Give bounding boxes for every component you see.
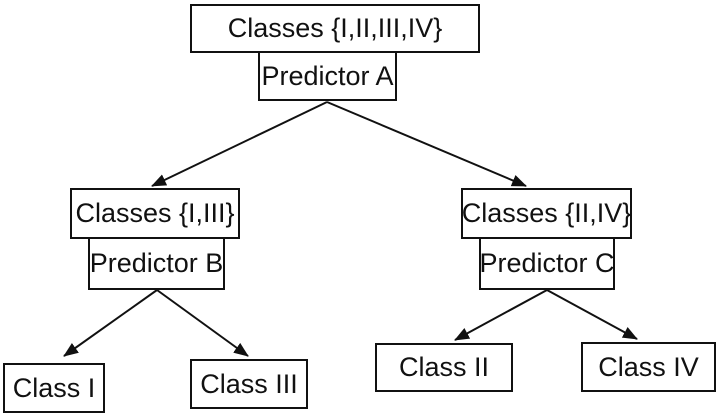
arrow-predictor-a-to-left-classes bbox=[151, 101, 328, 187]
arrow-predictor-c-to-class-iv bbox=[546, 289, 638, 340]
node-predictor-a-label: Predictor A bbox=[261, 60, 394, 91]
node-left-classes-label: Classes {I,III} bbox=[75, 198, 235, 228]
node-predictor-a: Predictor A bbox=[258, 51, 397, 101]
node-leaf-class-iii: Class III bbox=[190, 359, 308, 409]
node-root-classes: Classes {I,II,III,IV} bbox=[190, 4, 480, 53]
node-left-classes: Classes {I,III} bbox=[70, 188, 240, 239]
node-predictor-c: Predictor C bbox=[479, 237, 615, 290]
node-predictor-c-label: Predictor C bbox=[479, 248, 615, 278]
arrow-predictor-c-to-class-ii bbox=[454, 289, 548, 341]
node-leaf-class-iv: Class IV bbox=[581, 342, 716, 392]
node-root-classes-label: Classes {I,II,III,IV} bbox=[227, 13, 443, 43]
node-right-classes-label: Classes {II,IV} bbox=[461, 198, 632, 228]
node-leaf-class-i-label: Class I bbox=[12, 372, 96, 403]
arrow-predictor-b-to-class-iii bbox=[156, 289, 249, 357]
arrow-predictor-b-to-class-i bbox=[63, 289, 158, 357]
arrow-predictor-a-to-right-classes bbox=[326, 101, 527, 187]
node-predictor-b-label: Predictor B bbox=[89, 248, 224, 278]
node-leaf-class-i: Class I bbox=[3, 363, 105, 413]
node-right-classes: Classes {II,IV} bbox=[461, 188, 632, 239]
node-leaf-class-iii-label: Class III bbox=[200, 368, 298, 399]
node-leaf-class-iv-label: Class IV bbox=[598, 351, 699, 382]
node-leaf-class-ii: Class II bbox=[375, 343, 513, 392]
node-predictor-b: Predictor B bbox=[88, 237, 225, 290]
node-leaf-class-ii-label: Class II bbox=[398, 352, 490, 382]
